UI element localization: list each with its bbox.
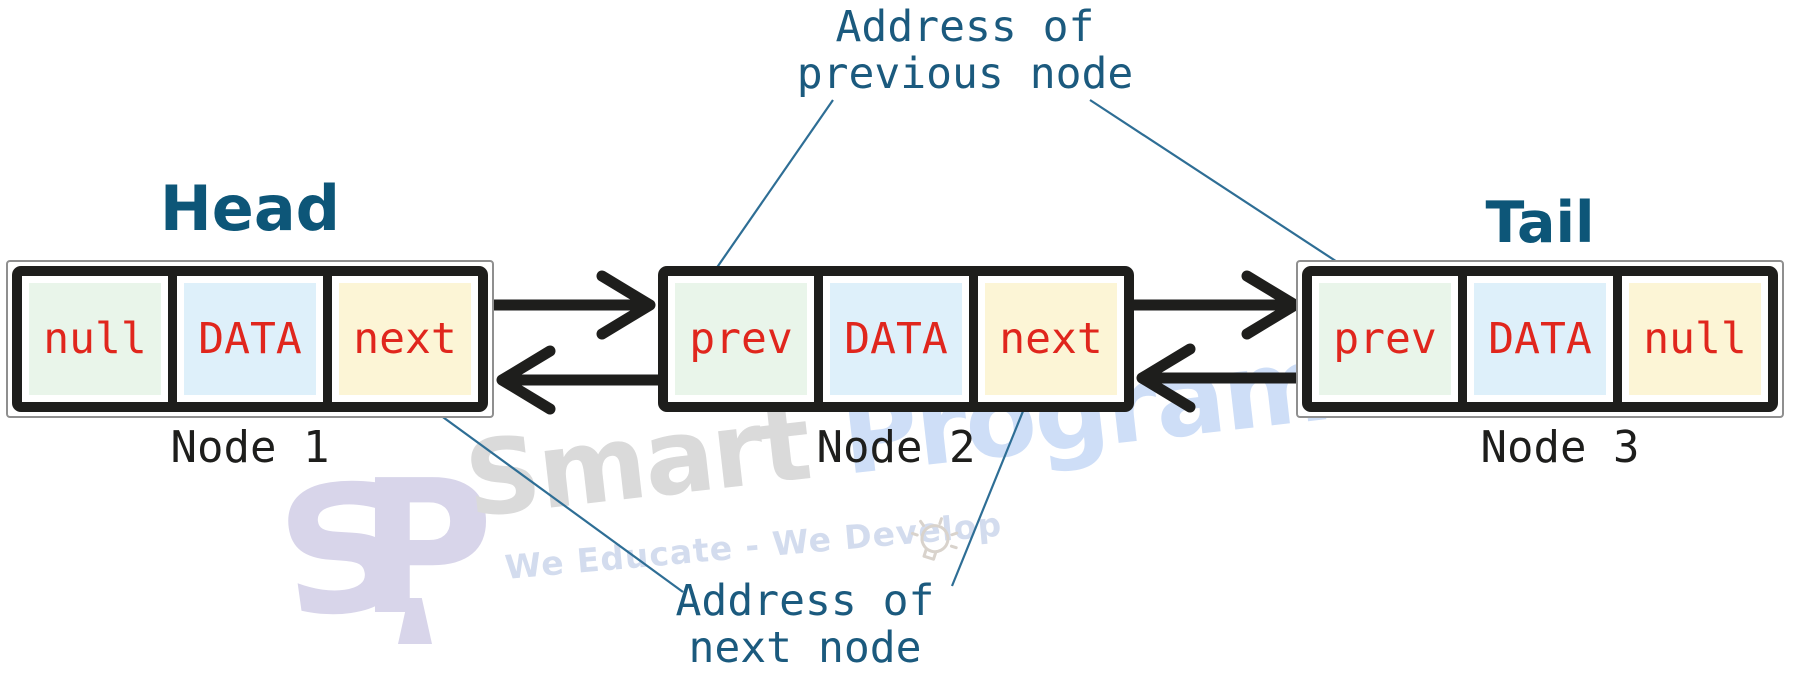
node-2-prev-cell: prev [668, 276, 814, 402]
node-1-data-cell: DATA [168, 276, 323, 402]
cell-value: DATA [1474, 283, 1606, 395]
leader-prev-to-node2 [699, 99, 834, 293]
annotation-line: Address of [835, 2, 1095, 52]
node-2-caption: Node 2 [816, 422, 976, 473]
node-1-next-cell: next [323, 276, 478, 402]
next-arrow-node2-to-node3 [1097, 270, 1301, 340]
cell-value: prev [1319, 283, 1451, 395]
cell-value: null [29, 283, 161, 395]
cell-value: prev [675, 283, 807, 395]
node-1-prev-cell: null [22, 276, 168, 402]
cell-value: next [985, 283, 1117, 395]
node-3-box: prev DATA null [1296, 260, 1784, 418]
node-3-next-cell: null [1613, 276, 1768, 402]
cell-value: DATA [184, 283, 316, 395]
cell-value: null [1629, 283, 1761, 395]
node-3-caption: Node 3 [1480, 422, 1640, 473]
annotation-line: previous node [796, 49, 1134, 99]
address-of-previous-node-label: Address of previous node [715, 4, 1215, 98]
node-1-box: null DATA next [6, 260, 494, 418]
annotation-line: Address of [675, 576, 935, 626]
node-1-caption: Node 1 [170, 422, 330, 473]
smart-programming-logo: S P [266, 440, 493, 661]
node-3-data-cell: DATA [1458, 276, 1613, 402]
leader-next-from-node2 [950, 393, 1032, 587]
tail-label: Tail [1485, 190, 1595, 256]
leader-next-from-node1 [402, 387, 684, 593]
lightbulb-icon [910, 517, 959, 561]
annotation-line: next node [688, 623, 922, 673]
node-2-data-cell: DATA [814, 276, 969, 402]
cell-value: next [339, 283, 471, 395]
node-3-prev-cell: prev [1312, 276, 1458, 402]
address-of-next-node-label: Address of next node [555, 578, 1055, 672]
node-2-next-cell: next [969, 276, 1124, 402]
cell-value: DATA [830, 283, 962, 395]
node-2-box: prev DATA next [658, 266, 1134, 412]
head-label: Head [159, 172, 341, 245]
